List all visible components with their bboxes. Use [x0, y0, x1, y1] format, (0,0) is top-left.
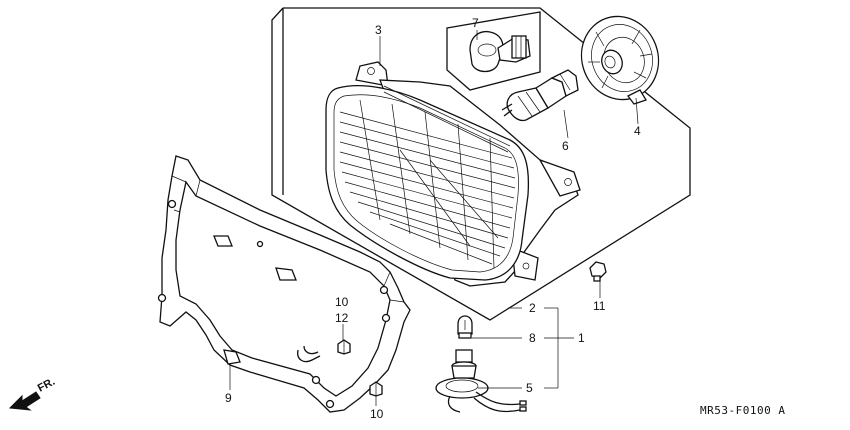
callout-3: 3: [375, 23, 382, 37]
callout-7: 7: [472, 16, 479, 30]
socket-bulb-8: [457, 315, 473, 339]
callout-11: 11: [593, 299, 606, 313]
front-arrow-icon: [8, 391, 41, 411]
callout-6: 6: [562, 139, 569, 153]
callout-10-lower: 10: [370, 407, 384, 421]
assembly-boundary: [271, 7, 691, 321]
callout-4: 4: [634, 124, 641, 138]
front-direction-label: FR.: [36, 376, 57, 395]
bolt-11: [589, 261, 607, 282]
callout-8: 8: [529, 331, 536, 345]
headlight-unit: [325, 61, 581, 287]
bolt-10-lower: [369, 381, 383, 397]
leader-lines: [229, 30, 639, 406]
socket-harness-5: [435, 349, 527, 413]
callout-5: 5: [526, 381, 533, 395]
screw-12: [337, 339, 351, 355]
drawing-code: MR53-F0100 A: [700, 404, 785, 417]
dust-cover-4: [580, 15, 660, 105]
callout-12: 12: [335, 311, 349, 325]
bulb-6: [501, 69, 579, 122]
callout-labels: 3 7 4 6 11 2 8 1 5 10 12 10 9: [225, 16, 641, 421]
front-direction-indicator: FR.: [8, 376, 57, 411]
bulb-7: [469, 30, 531, 73]
callout-1: 1: [578, 331, 585, 345]
callout-9: 9: [225, 391, 232, 405]
callout-10-upper: 10: [335, 295, 349, 309]
callout-2: 2: [529, 301, 536, 315]
